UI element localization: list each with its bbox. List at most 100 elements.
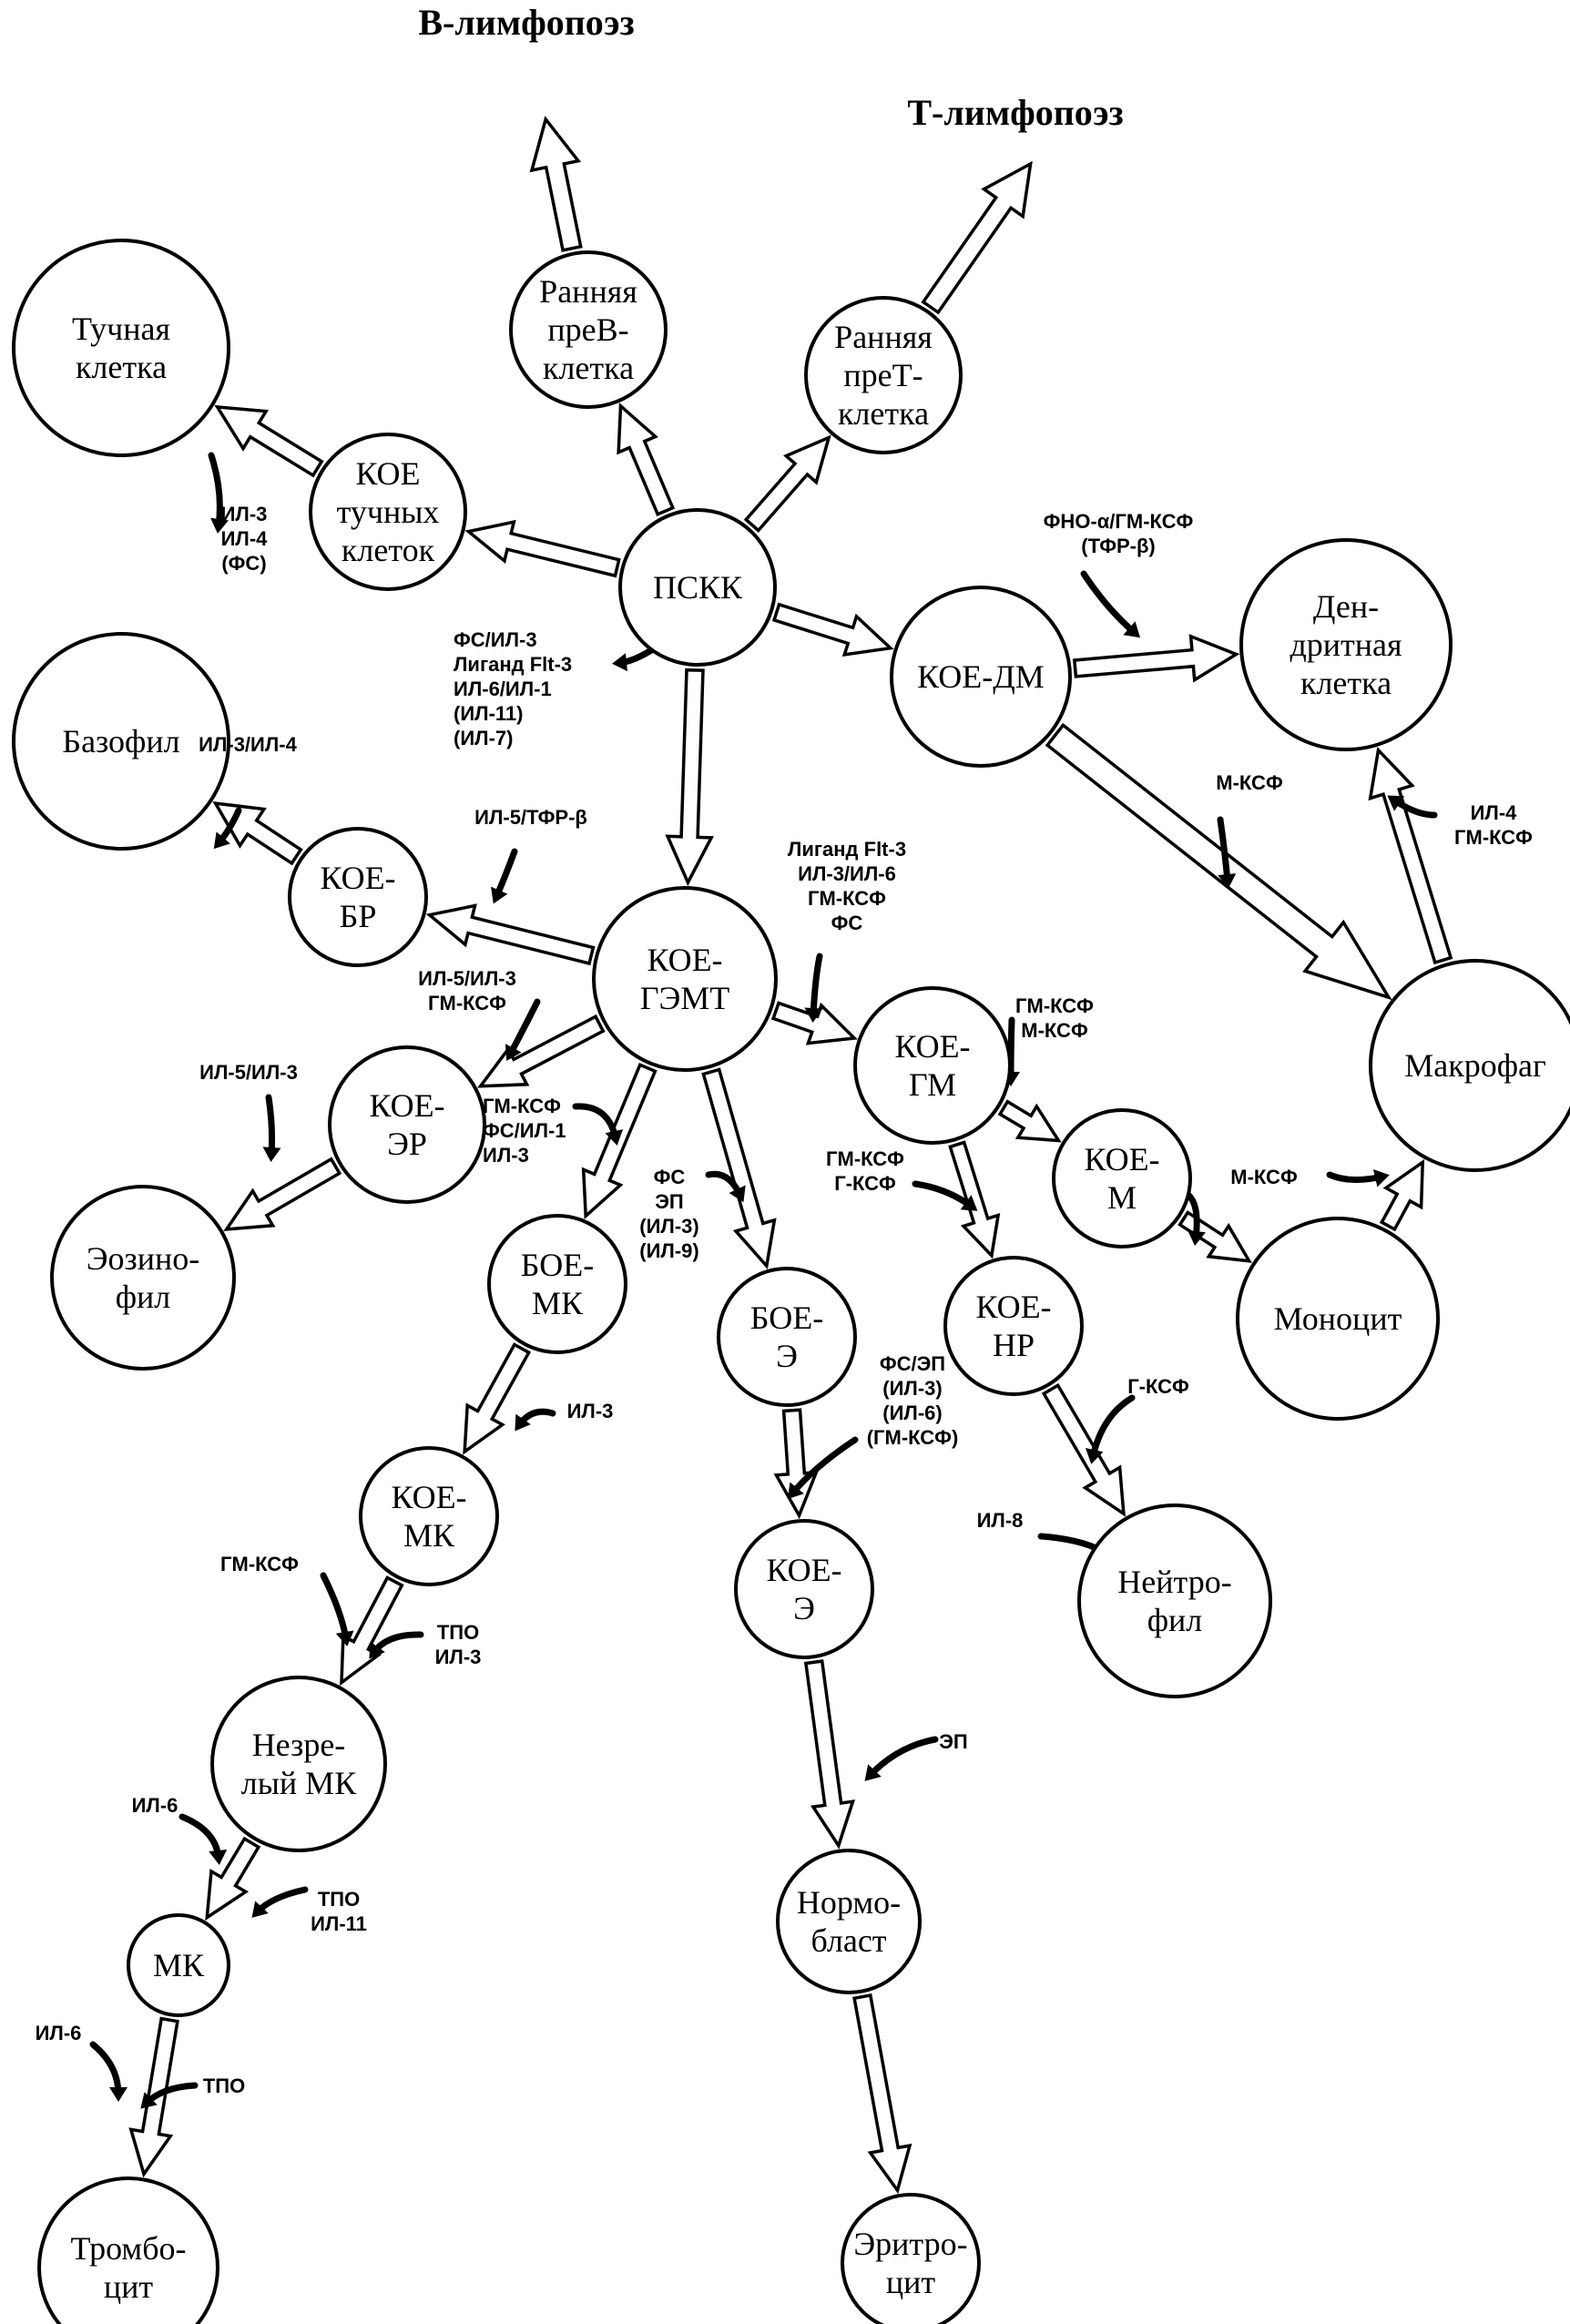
node-koe-br: КОЕ-БР [288, 827, 428, 967]
node-label: КОЕ- [647, 942, 722, 978]
factor-arrow [493, 848, 518, 901]
node-label: Моноцит [1274, 1300, 1402, 1337]
factor-label: Лиганд Flt-3 [454, 653, 572, 676]
transition-arrow [425, 903, 596, 966]
factor-arrow [866, 1736, 939, 1779]
factor-label: ФС/ИЛ-1 [483, 1119, 566, 1142]
factor-label: ИЛ-6/ИЛ-1 [454, 678, 552, 700]
node-koe-e: КОЕ-Э [734, 1519, 874, 1659]
node-circle [1052, 1108, 1192, 1249]
factor-label-mksf-macro: М-КСФ [1216, 771, 1283, 794]
node-circle [592, 886, 778, 1072]
factor-label: (ИЛ-7) [454, 727, 513, 749]
title-t-lymphopoiesis: Т-лимфопоэз [907, 92, 1123, 133]
node-label: Э [793, 1590, 815, 1626]
factor-label-immature-gmksf: ГМ-КСФ [220, 1553, 299, 1575]
node-label: КОЕ- [391, 1479, 466, 1515]
node-koe-gm: КОЕ-ГМ [853, 986, 1012, 1145]
factor-arrowhead [1085, 1448, 1104, 1464]
factor-arrowhead [209, 1850, 228, 1865]
transition-arrow [340, 1575, 404, 1687]
transition-arrow [770, 1001, 858, 1045]
node-boe-e: БОЕ-Э [717, 1267, 857, 1407]
titles-layer: В-лимфопоэз Т-лимфопоэз [418, 2, 1123, 133]
factor-label: ИЛ-3 [567, 1400, 614, 1422]
node-normoblast: Нормо-бласт [776, 1849, 922, 1994]
factor-label: М-КСФ [1216, 771, 1283, 794]
factor-arrowhead [960, 1195, 978, 1211]
factor-label-koe-mk: ИЛ-3 [567, 1400, 614, 1422]
node-label: Базофил [62, 723, 179, 759]
node-label: КОЕ [355, 455, 420, 492]
factor-label: ИЛ-5/ИЛ-3 [418, 967, 516, 990]
factor-label: ГМ-КСФ [483, 1095, 561, 1117]
factor-arrowhead [1188, 1229, 1206, 1246]
node-label: БР [340, 898, 377, 934]
factor-arrowhead [864, 1764, 882, 1781]
factor-label: ИЛ-5/ТФР-β [474, 806, 587, 829]
factor-label: ГМ-КСФ [1015, 994, 1094, 1017]
transition-arrow [205, 1836, 261, 1921]
node-label: Э [776, 1338, 798, 1374]
factor-arrowhead [262, 1147, 281, 1162]
factor-label: (ИЛ-6) [882, 1402, 942, 1424]
node-koe-m: КОЕ-М [1052, 1108, 1192, 1249]
node-circle [37, 2176, 219, 2324]
factor-arrowhead [369, 1641, 385, 1659]
transition-arrow [617, 403, 676, 516]
node-label: КОЕ- [369, 1087, 444, 1124]
transition-arrow [1072, 634, 1240, 683]
transition-arrow [921, 160, 1033, 315]
node-circle [618, 508, 777, 667]
factor-label: Г-КСФ [1127, 1375, 1189, 1398]
factor-label: ИЛ-4 [221, 527, 269, 550]
node-circle [288, 827, 428, 967]
node-basophil: Базофил [12, 632, 230, 851]
node-circle [853, 986, 1012, 1145]
transition-arrow [1045, 722, 1392, 1001]
node-label: преВ- [547, 311, 628, 348]
factor-label: Г-КСФ [834, 1172, 896, 1195]
factor-arrowhead [1372, 1169, 1390, 1187]
transition-arrow [1178, 1209, 1252, 1263]
factor-label-neutrophil-gksf: Г-КСФ [1127, 1375, 1189, 1398]
factor-label: (ИЛ-3) [882, 1377, 942, 1400]
factor-label: ИЛ-11 [311, 1912, 367, 1935]
node-circle [487, 1214, 627, 1354]
factor-arrowhead [505, 1044, 522, 1062]
node-neutrophil: Нейтро-фил [1077, 1503, 1272, 1698]
factor-arrow [253, 1886, 309, 1916]
transition-arrow [997, 1099, 1062, 1143]
factor-label-mk-il6: ИЛ-6 [132, 1794, 178, 1817]
factor-label-koe-er: ИЛ-5/ИЛ-3ГМ-КСФ [418, 967, 516, 1014]
factor-label: ЭП [655, 1190, 683, 1213]
transition-arrow [464, 519, 621, 578]
factor-arrowhead [612, 653, 627, 672]
node-circle [328, 1045, 486, 1204]
factor-label-monocyte-to-macro: М-КСФ [1230, 1166, 1298, 1188]
factor-label: ТПО [437, 1621, 479, 1644]
factor-label: ФС/ЭП [880, 1352, 945, 1375]
factor-label: ИЛ-8 [977, 1509, 1024, 1532]
factor-arrowhead [605, 1129, 624, 1146]
transition-arrow [214, 404, 324, 478]
transition-arrow [852, 1993, 912, 2195]
factor-label: М-КСФ [1230, 1166, 1298, 1188]
node-koe-er: КОЕ-ЭР [328, 1045, 486, 1204]
node-koe-nr: КОЕ-НР [943, 1256, 1084, 1396]
factor-label-dendritic: ФНО-α/ГМ-КСФ(ТФР-β) [1044, 510, 1194, 557]
node-label: Тромбо- [70, 2230, 186, 2267]
factor-label-thrombo-tpo: ТПО [203, 2074, 245, 2097]
node-circle [734, 1519, 874, 1659]
factor-label: ФС/ИЛ-3 [454, 628, 537, 651]
node-label: КОЕ- [975, 1289, 1051, 1325]
node-circle [804, 296, 963, 454]
factor-label-mast: ИЛ-3ИЛ-4(ФС) [221, 503, 269, 575]
factor-label: ИЛ-6 [36, 2022, 82, 2044]
